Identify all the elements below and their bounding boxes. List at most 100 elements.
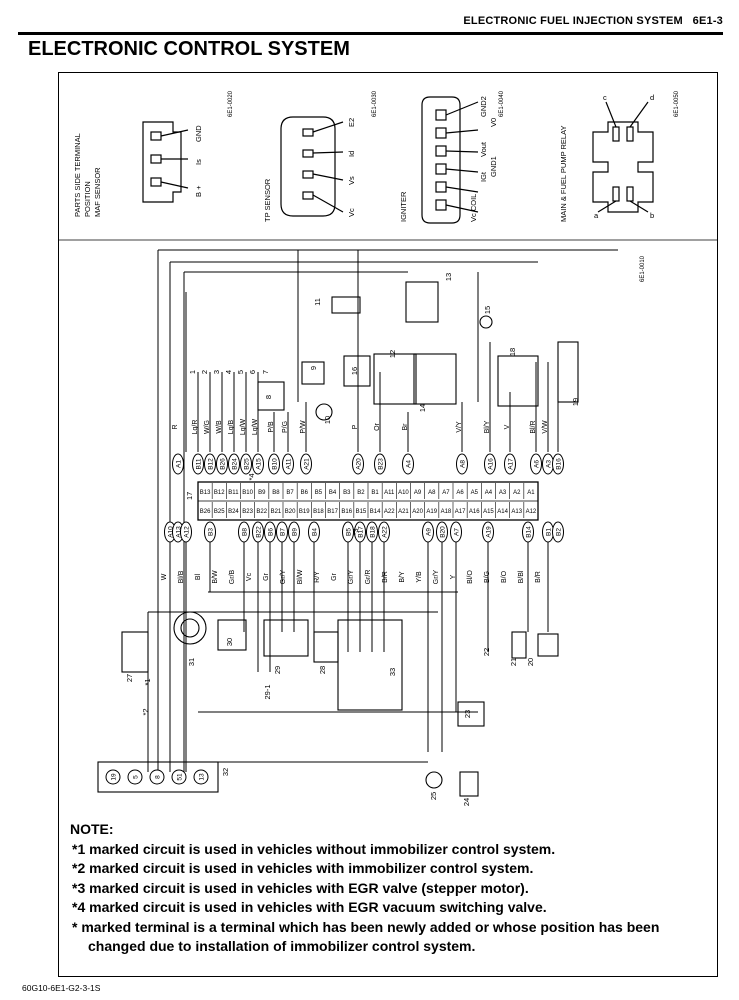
igniter-pin-gnd1: GND1 — [489, 156, 498, 177]
terminal-b8-lower: B8 — [238, 521, 250, 543]
ecm-pin-b15: B15 — [356, 509, 367, 515]
ecm-pin-b4: B4 — [329, 490, 337, 496]
terminal-b20-lower-label: B20 — [440, 526, 447, 538]
terminal-a1: A1 — [172, 453, 184, 475]
ecm-pin-b8: B8 — [272, 490, 280, 496]
terminal-a12-lower-label: A12 — [184, 526, 191, 538]
terminal-b5-lower: B5 — [342, 521, 354, 543]
wire-lower-11: Gr/Y — [348, 569, 355, 584]
terminal-a9-lower: A9 — [422, 521, 434, 543]
terminal-b12-label: B12 — [208, 458, 215, 470]
component-32: 32 — [221, 768, 230, 776]
ecm-pin-b5: B5 — [315, 490, 323, 496]
relay-connector — [592, 101, 654, 213]
ecm-pin-a3: A3 — [499, 490, 507, 496]
tp-figure-code: 6E1-0030 — [372, 90, 378, 117]
component-18: 18 — [508, 348, 517, 356]
component-16: 16 — [350, 367, 359, 375]
wire-upper-14: Bl/Y — [484, 420, 491, 433]
terminal-a15: A15 — [252, 453, 264, 475]
section-header-text: ELECTRONIC FUEL INJECTION SYSTEM — [463, 15, 683, 27]
ecm-pin-a12: A12 — [526, 509, 537, 515]
terminal-b25-label: B25 — [244, 458, 251, 470]
diag-terminal-13: 13 — [199, 773, 206, 781]
ecm-pin-a6: A6 — [456, 490, 464, 496]
component-29-1: 29-1 — [263, 684, 272, 699]
component-2: 2 — [200, 370, 209, 374]
component-12: 12 — [388, 350, 397, 358]
round-components — [173, 315, 493, 789]
terminal-b17-lower-label: B17 — [358, 526, 365, 538]
wiring-diagram: A1B11B12B26B24B25A15B10A11A21A20B23A4A8A… — [58, 90, 718, 806]
component-19: 19 — [571, 398, 580, 406]
ecm-pin-b3: B3 — [343, 490, 351, 496]
components — [97, 281, 579, 797]
wire-lower-8: Bl/W — [297, 569, 304, 584]
component-23: 23 — [463, 710, 472, 718]
component-11: 11 — [313, 298, 322, 306]
terminal-a12-lower: A12 — [180, 521, 192, 543]
ecm-pin-b14: B14 — [370, 509, 381, 515]
component-24: 24 — [462, 798, 471, 806]
note-item-1: *1 marked circuit is used in vehicles wi… — [72, 840, 556, 857]
ecm-pin-b16: B16 — [341, 509, 352, 515]
ecm-pin-a7: A7 — [442, 490, 450, 496]
terminal-b7-lower: B7 — [276, 521, 288, 543]
diagram-figure-code: 6E1-0010 — [640, 255, 646, 282]
note-item-2: *2 marked circuit is used in vehicles wi… — [72, 860, 534, 876]
ecm-pin-b11: B11 — [228, 490, 239, 496]
component-20: 20 — [526, 658, 535, 666]
tp-pin-e2: E2 — [347, 118, 356, 127]
terminal-a9-lower-label: A9 — [426, 528, 433, 536]
ecm-pin-a14: A14 — [497, 509, 508, 515]
terminal-a13-lower-label: A13 — [176, 526, 183, 538]
component-7: 7 — [261, 370, 270, 374]
terminal-b18-lower-label: B18 — [370, 526, 377, 538]
tp-pin-id: Id — [347, 151, 356, 157]
ecm-pin-b21: B21 — [271, 509, 282, 515]
terminal-b4-lower-label: B4 — [312, 528, 319, 536]
terminal-a3-label: A3 — [546, 460, 553, 468]
ecm-pin-a17: A17 — [455, 509, 466, 515]
terminal-b26: B26 — [216, 453, 228, 475]
terminal-a11: A11 — [282, 453, 294, 475]
igniter-pin-v0: V0 — [489, 118, 498, 127]
terminal-b10: B10 — [268, 453, 280, 475]
ecm-pin-a16: A16 — [469, 509, 480, 515]
terminal-a1-label: A1 — [176, 460, 183, 468]
igniter-pin-igt: IGt — [479, 171, 488, 182]
wire-upper-9: P/W — [300, 420, 307, 434]
igniter-label: IGNITER — [399, 191, 408, 222]
terminal-a20: A20 — [352, 453, 364, 475]
terminal-a8-label: A8 — [460, 460, 467, 468]
page-title: ELECTRONIC CONTROL SYSTEM — [28, 38, 350, 60]
terminal-a11-label: A11 — [286, 458, 293, 469]
component-4: 4 — [224, 370, 233, 374]
wire-lower-2: Bl — [195, 573, 202, 580]
component-30: 30 — [225, 638, 234, 646]
terminal-b24: B24 — [228, 453, 240, 475]
terminal-b8-lower-label: B8 — [242, 528, 249, 536]
component-21: 21 — [509, 658, 518, 666]
wire-upper-6: Lg/W — [252, 418, 259, 435]
ecm-pin-b20: B20 — [285, 509, 296, 515]
terminal-b22-lower: B22 — [252, 521, 264, 543]
note-item-4: *4 marked circuit is used in vehicles wi… — [72, 899, 547, 915]
component-29: 29 — [273, 666, 282, 674]
igniter-figure-code: 6E1-0040 — [499, 90, 505, 117]
maf-pin-b: B + — [194, 185, 203, 197]
header-rule: ELECTRONIC FUEL INJECTION SYSTEM 6E1-3 — [18, 14, 723, 35]
ecm-pin-b9: B9 — [258, 490, 266, 496]
ecm-pin-b13: B13 — [200, 490, 211, 496]
wire-upper-10: P — [352, 424, 359, 429]
component-6: 6 — [248, 370, 257, 374]
wire-upper-4: Lg/B — [228, 419, 235, 434]
diag-terminal-5: 5 — [133, 775, 140, 779]
terminal-b11-label: B11 — [196, 458, 203, 469]
maf-pin-gnd: GND — [194, 125, 203, 142]
wire-upper-17: V/W — [542, 420, 549, 434]
ecm-pin-a9: A9 — [414, 490, 422, 496]
terminal-b3-lower: B3 — [204, 521, 216, 543]
wire-lower-17: Y — [450, 574, 457, 579]
